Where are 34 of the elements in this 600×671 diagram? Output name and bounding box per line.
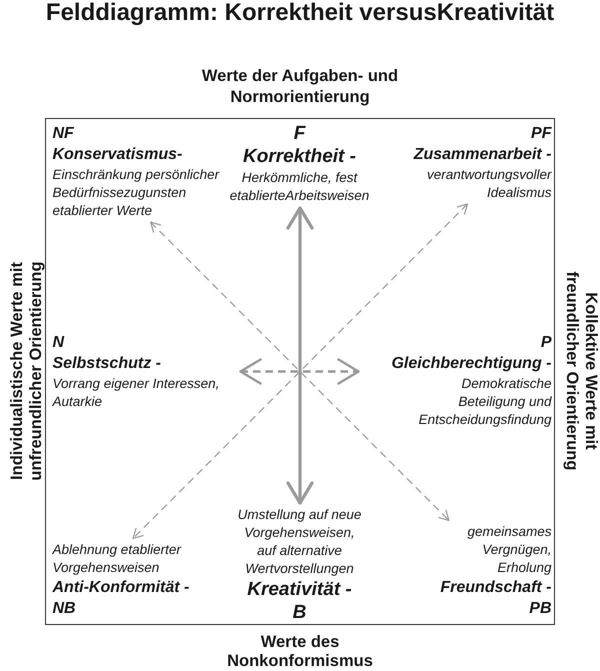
- axis-label: Werte des Nonkonformismus: [226, 633, 374, 671]
- value-heading: Zusammenarbeit -: [414, 145, 552, 165]
- double-arrow: [239, 358, 360, 385]
- quadrant-code: N: [52, 332, 64, 352]
- diagram-title: Felddiagramm: Korrektheit versusKreativität: [46, 0, 554, 28]
- quadrant-code: B: [292, 602, 306, 624]
- value-heading: Kreativität -: [247, 578, 352, 602]
- value-heading: Selbstschutz -: [52, 354, 161, 374]
- value-description: Vorrang eigener Interessen, Autarkie: [52, 374, 220, 410]
- quadrant-code: PB: [529, 598, 552, 618]
- value-description: Umstellung auf neue Vorgehensweisen, auf alternative Wertvorstellungen: [236, 506, 362, 578]
- value-description: Einschränkung persönlicher Bedürfnissezugunsten etablierter Werte: [52, 166, 220, 220]
- value-heading: Korrektheit -: [243, 145, 356, 169]
- value-heading: Anti-Konformität -: [52, 578, 190, 598]
- quadrant-code: NB: [52, 598, 76, 618]
- axis-label: Werte der Aufgaben- und Normorientierung: [200, 66, 400, 108]
- double-arrow: [286, 206, 314, 505]
- value-description: Demokratische Beteiligung und Entscheidungsfindung: [418, 374, 552, 428]
- double-arrow: [150, 222, 450, 521]
- quadrant-code: F: [294, 123, 306, 145]
- value-description: Herkömmliche, fest etablierteArbeitsweisen: [228, 169, 370, 205]
- value-heading: Gleichberechtigung -: [391, 354, 552, 374]
- quadrant-code: NF: [52, 124, 74, 144]
- value-description: verantwortungsvoller Idealismus: [426, 166, 552, 202]
- value-description: gemeinsames Vergnügen, Erholung: [466, 522, 552, 576]
- quadrant-code: P: [540, 332, 552, 352]
- double-arrow: [132, 204, 468, 539]
- quadrant-code: PF: [531, 124, 552, 144]
- diagram-frame: [45, 118, 555, 625]
- axis-label: Kollektive Werte mit freundlicher Orientierung: [562, 270, 600, 472]
- value-description: Ablehnung etablierter Vorgehensweisen: [52, 540, 182, 576]
- axis-label: Individualistische Werte mit unfreundlicher Orientierung: [8, 260, 46, 483]
- value-heading: Freundschaft -: [440, 578, 552, 598]
- value-heading: Konservatismus-: [52, 145, 182, 165]
